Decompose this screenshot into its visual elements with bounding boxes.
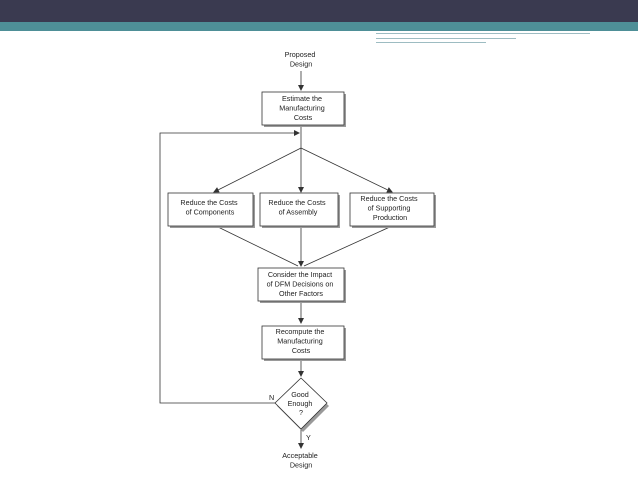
decision-line-3: ? — [299, 408, 303, 417]
accent-line-2 — [376, 38, 516, 39]
recompute-costs-box: Recompute the Manufacturing Costs — [261, 325, 346, 361]
recompute-line-2: Manufacturing — [277, 337, 323, 346]
recompute-line-3: Costs — [292, 346, 311, 355]
decision-line-1: Good — [291, 390, 309, 399]
arrow-decision-no-loop — [159, 130, 300, 404]
impact-line-3: Other Factors — [279, 289, 323, 298]
supporting-line-1: Reduce the Costs — [360, 194, 418, 203]
supporting-line-2: of Supporting — [368, 204, 411, 213]
end-line-2: Design — [290, 461, 312, 470]
svg-text:Good Enough ?: Good Enough ? — [288, 390, 315, 417]
reduce-assembly-box: Reduce the Costs of Assembly — [259, 192, 340, 228]
decision-line-2: Enough — [288, 399, 313, 408]
connectors — [159, 71, 393, 449]
reduce-components-box: Reduce the Costs of Components — [167, 192, 255, 228]
supporting-line-3: Production — [373, 213, 407, 222]
start-label: Proposed Design — [285, 50, 318, 69]
recompute-line-1: Recompute the — [276, 327, 325, 336]
consider-impact-box: Consider the Impact of DFM Decisions on … — [257, 267, 346, 303]
end-label: Acceptable Design — [282, 451, 320, 470]
accent-line-3 — [376, 42, 486, 43]
reduce-supporting-box: Reduce the Costs of Supporting Productio… — [349, 192, 436, 228]
start-line-2: Design — [290, 60, 312, 69]
svg-text:Recompute the Manufactur: Recompute the Manufacturing Costs — [276, 327, 327, 355]
svg-text:Reduce the Costs of Asse: Reduce the Costs of Assembly — [268, 198, 327, 217]
impact-line-1: Consider the Impact — [268, 270, 332, 279]
accent-line-1 — [376, 33, 590, 34]
line-supporting-to-merge — [303, 225, 393, 267]
impact-line-2: of DFM Decisions on — [267, 280, 334, 289]
line-components-to-merge — [215, 225, 299, 267]
arrow-split-to-components — [213, 147, 302, 193]
end-line-1: Acceptable — [282, 451, 318, 460]
no-branch-label: N — [269, 393, 274, 402]
start-line-1: Proposed — [285, 50, 316, 59]
svg-text:Estimate the Manufacturi: Estimate the Manufacturing Costs — [279, 94, 327, 122]
assembly-line-1: Reduce the Costs — [268, 198, 326, 207]
estimate-line-2: Manufacturing — [279, 104, 325, 113]
estimate-line-3: Costs — [294, 113, 313, 122]
components-line-2: of Components — [186, 208, 235, 217]
arrow-split-to-supporting — [300, 147, 393, 193]
header-stripe — [0, 22, 638, 31]
decision-diamond: Good Enough ? — [274, 377, 329, 432]
estimate-line-1: Estimate the — [282, 94, 322, 103]
estimate-costs-box: Estimate the Manufacturing Costs — [261, 91, 346, 127]
yes-branch-label: Y — [306, 433, 311, 442]
svg-text:Consider the Impact of D: Consider the Impact of DFM Decisions on … — [267, 270, 336, 298]
assembly-line-2: of Assembly — [279, 208, 318, 217]
svg-text:Reduce the Costs of Comp: Reduce the Costs of Components — [180, 198, 239, 217]
components-line-1: Reduce the Costs — [180, 198, 238, 207]
svg-text:Reduce the Costs of Supp: Reduce the Costs of Supporting Productio… — [360, 194, 419, 222]
header-bar — [0, 0, 638, 22]
